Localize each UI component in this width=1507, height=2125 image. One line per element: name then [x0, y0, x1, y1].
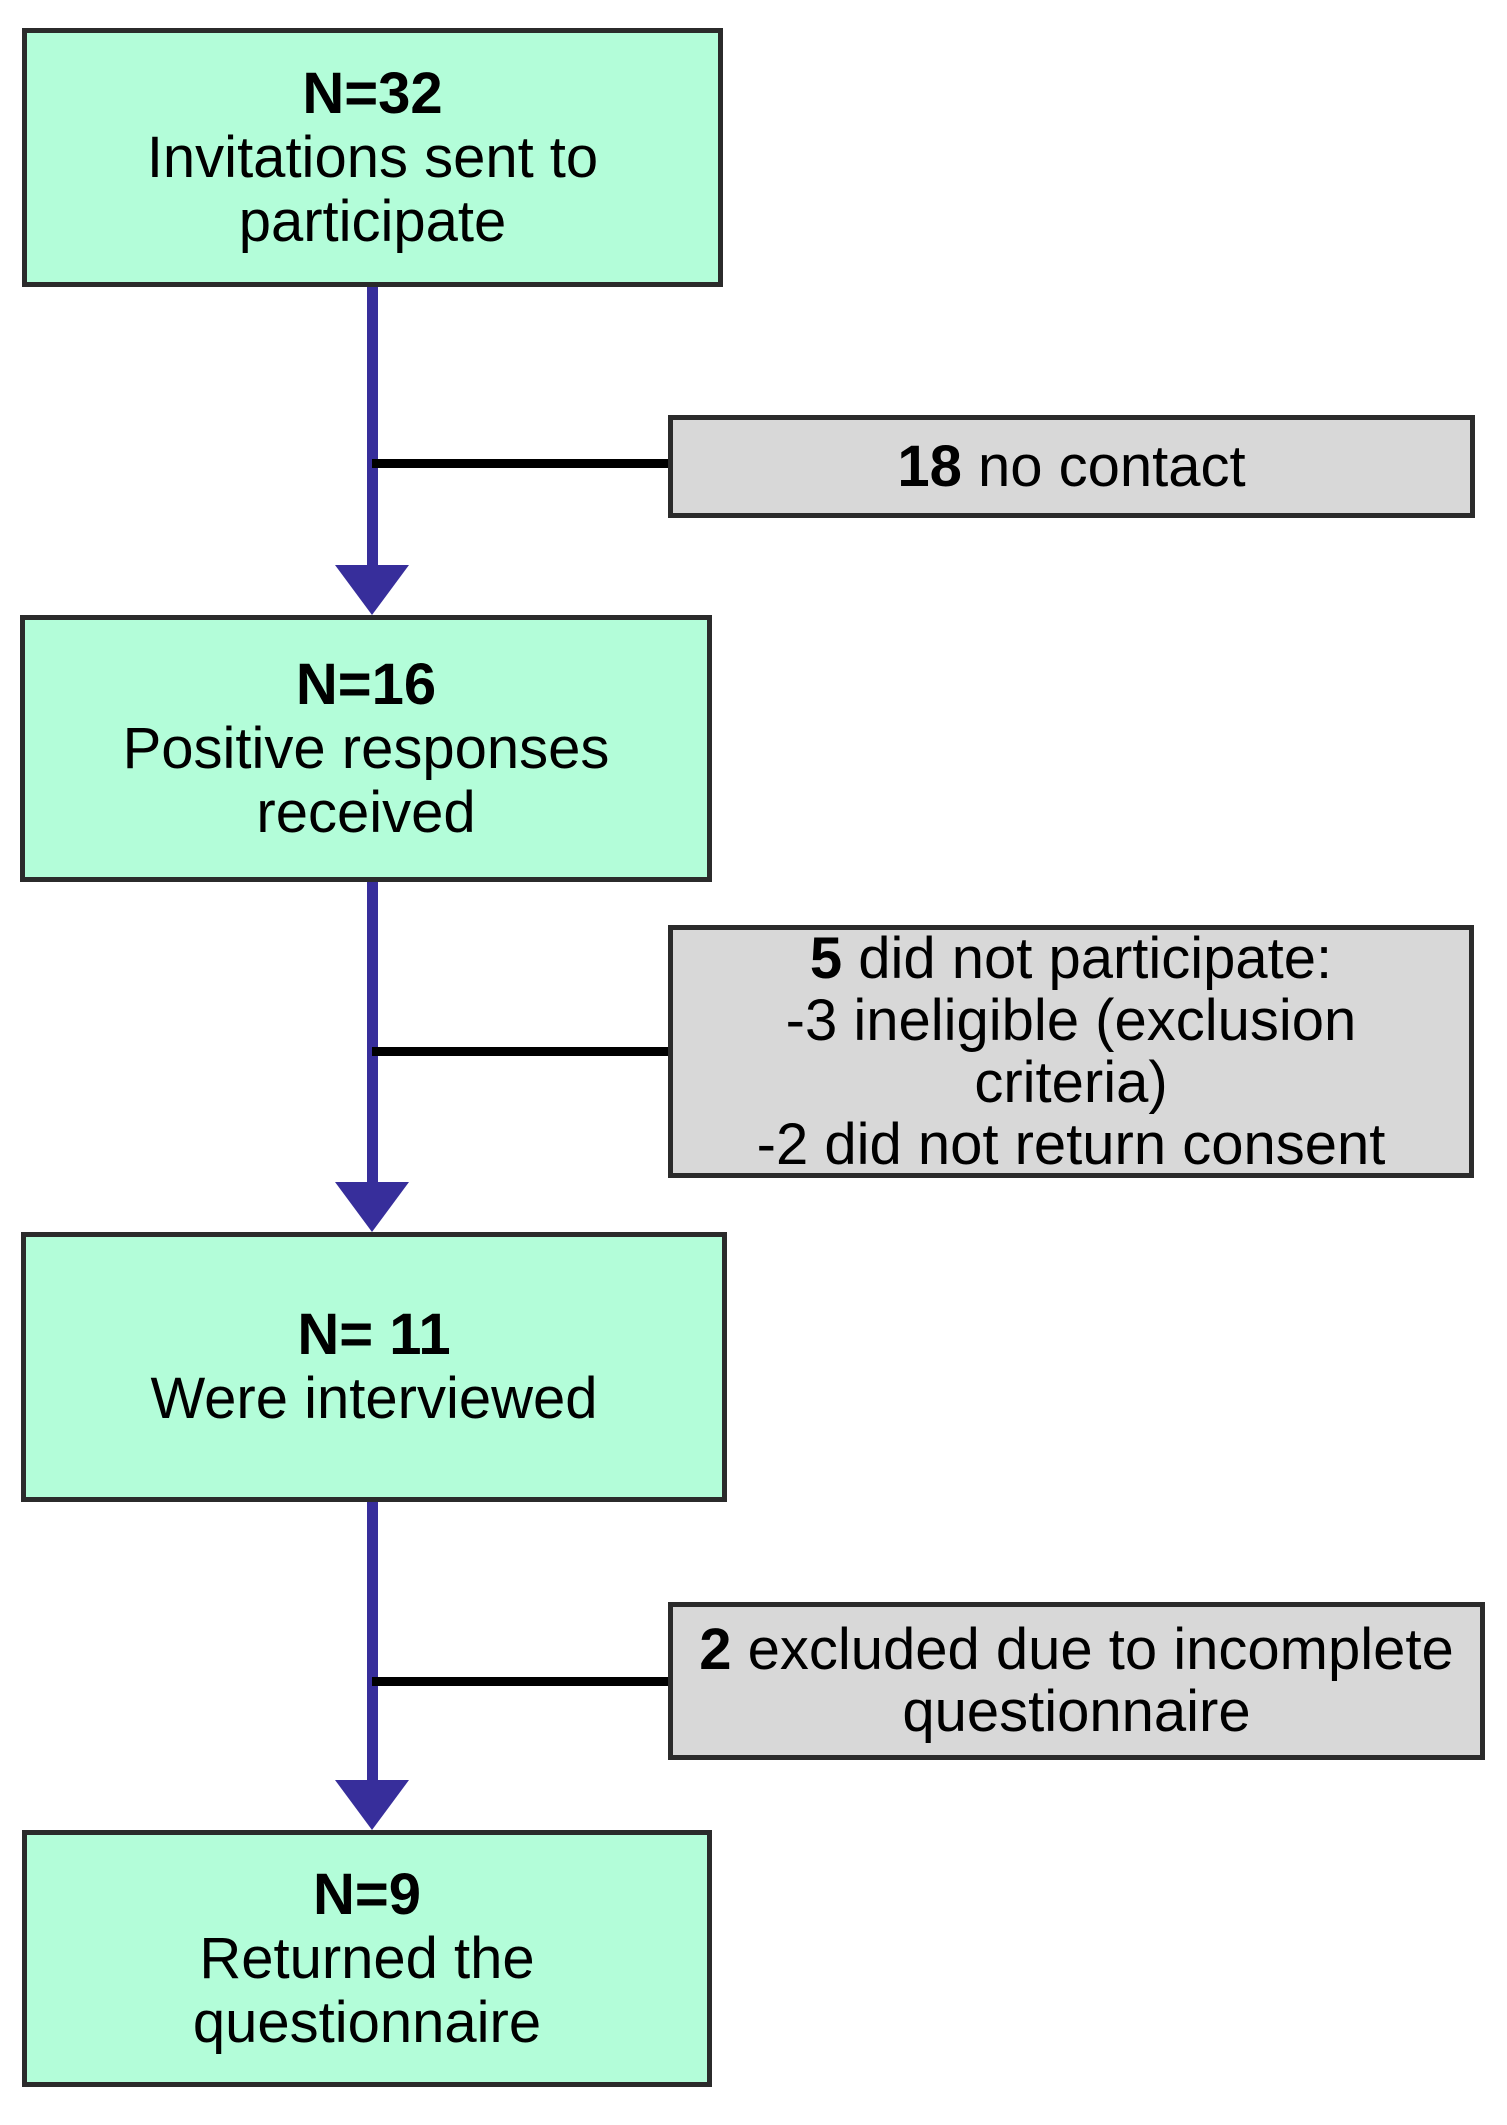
stage-count: N= 11 — [297, 1302, 451, 1367]
flow-arrow-shaft — [367, 1502, 378, 1780]
exclusion-box-did-not-participate: 5 did not participate: -3 ineligible (ex… — [668, 925, 1474, 1178]
stage-count: N=32 — [302, 60, 443, 126]
arrowhead-down-icon — [335, 1780, 409, 1830]
flow-arrow-shaft — [367, 287, 378, 565]
exclusion-box-incomplete-questionnaire: 2 excluded due to incomplete questionnai… — [668, 1602, 1485, 1760]
stage-label-line: Were interviewed — [150, 1366, 598, 1431]
exclusion-box-no-contact: 18 no contact — [668, 415, 1475, 518]
exclusion-text: excluded due to incomplete — [731, 1617, 1454, 1682]
exclusion-label-line: questionnaire — [902, 1679, 1251, 1744]
stage-label-line: questionnaire — [192, 1989, 542, 2055]
exclusion-label-line: 18 no contact — [897, 433, 1246, 499]
exclusion-label-line: criteria) — [974, 1049, 1168, 1115]
arrowhead-down-icon — [335, 1182, 409, 1232]
stage-box-invitations-sent: N=32 Invitations sent to participate — [22, 28, 723, 287]
stage-box-positive-responses: N=16 Positive responses received — [20, 615, 712, 882]
exclusion-connector-line — [372, 1677, 668, 1686]
exclusion-count: 18 — [897, 433, 962, 499]
exclusion-connector-line — [372, 1047, 668, 1056]
stage-label-line: participate — [238, 188, 507, 254]
stage-label-line: Returned the — [199, 1925, 535, 1991]
stage-label-line: Positive responses — [122, 715, 610, 781]
exclusion-connector-line — [372, 459, 668, 468]
stage-count: N=16 — [295, 651, 437, 717]
exclusion-label-line: -2 did not return consent — [756, 1111, 1386, 1177]
exclusion-label-line: 2 excluded due to incomplete — [699, 1619, 1454, 1681]
exclusion-label-line: -3 ineligible (exclusion — [785, 987, 1357, 1053]
exclusion-count: 5 — [809, 925, 843, 991]
stage-count: N=9 — [312, 1861, 421, 1927]
exclusion-count: 2 — [699, 1617, 732, 1682]
arrowhead-down-icon — [335, 565, 409, 615]
exclusion-text: did not participate: — [842, 925, 1333, 991]
stage-box-returned-questionnaire: N=9 Returned the questionnaire — [22, 1830, 712, 2087]
exclusion-text: no contact — [961, 433, 1246, 499]
flow-arrow-shaft — [367, 882, 378, 1182]
exclusion-label-line: 5 did not participate: — [809, 925, 1333, 991]
stage-label-line: received — [256, 779, 476, 845]
stage-box-interviewed: N= 11 Were interviewed — [21, 1232, 727, 1502]
stage-label-line: Invitations sent to — [146, 124, 599, 190]
